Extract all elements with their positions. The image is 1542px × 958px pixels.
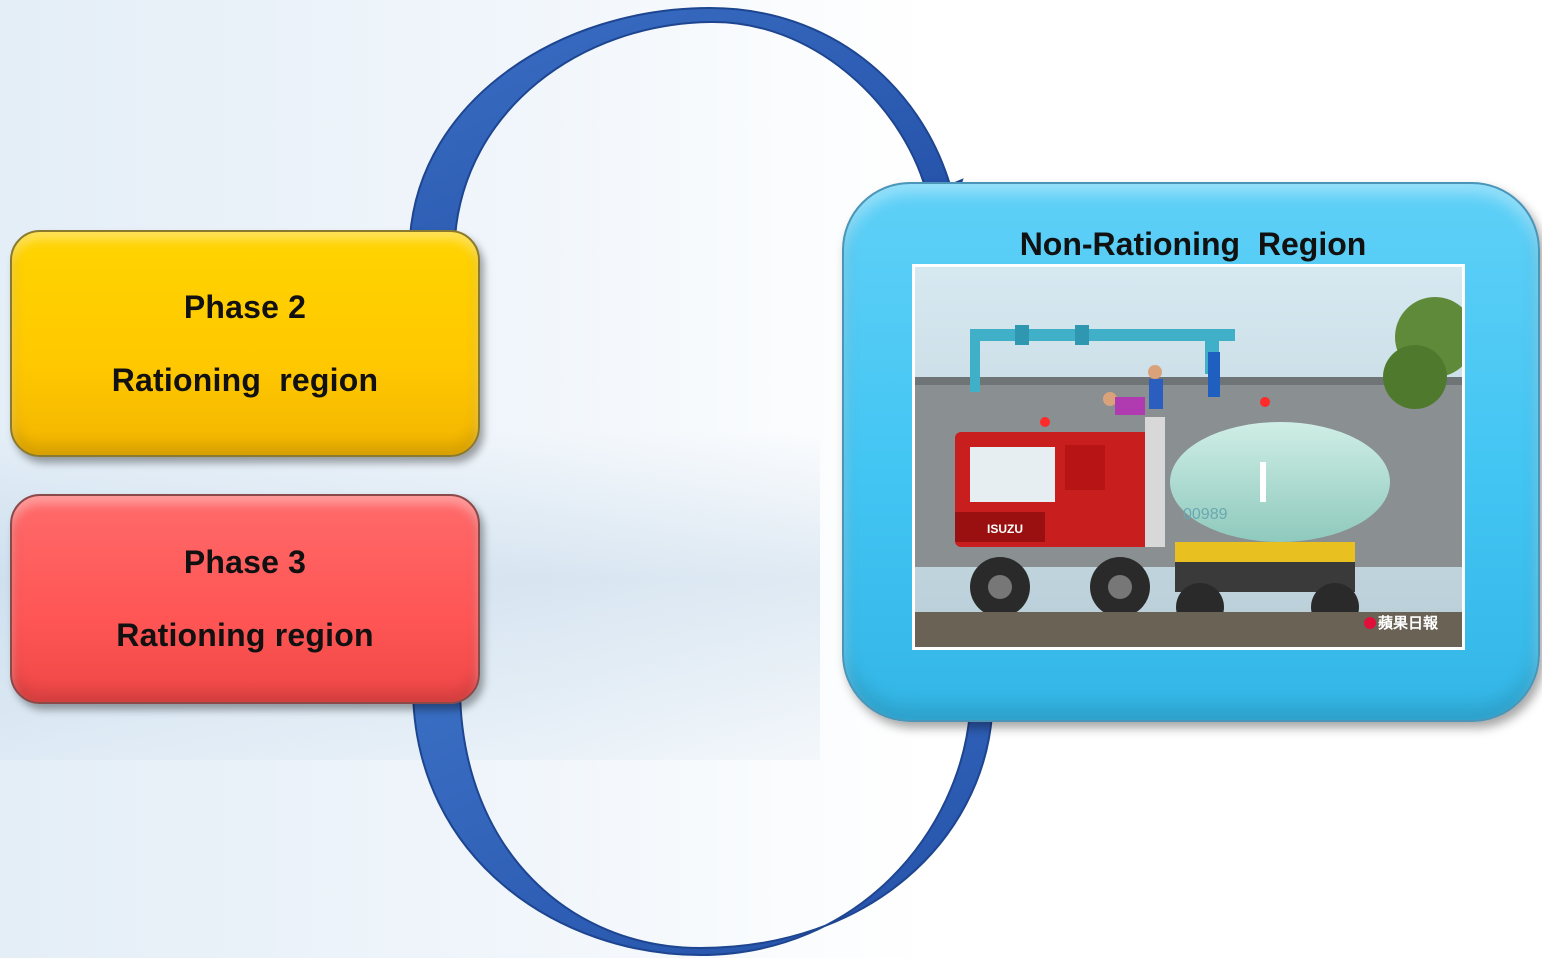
phase2-box: Phase 2 Rationing region: [10, 230, 480, 457]
phase2-title: Phase 2: [183, 288, 307, 325]
tanker-number-text: 00989: [1183, 506, 1228, 523]
phase3-subtitle: Rationing region: [116, 617, 374, 653]
phase3-title: Phase 3: [183, 544, 307, 580]
photo-watermark: 蘋果日報: [1378, 614, 1439, 632]
water-trucks-photo: ISUZU 00989 蘋果日報: [912, 264, 1465, 650]
bottom-curved-arrow: [411, 686, 1008, 957]
phase3-box: Phase 3 Rationing region: [10, 494, 480, 704]
truck-brand-text: ISUZU: [987, 522, 1023, 536]
phase2-subtitle: Rationing region: [111, 361, 379, 398]
non-rationing-box: Non-Rationing Region: [842, 182, 1540, 722]
photo-illustration: ISUZU 00989 蘋果日報: [915, 267, 1462, 647]
non-rationing-title: Non-Rationing Region: [1019, 226, 1367, 262]
